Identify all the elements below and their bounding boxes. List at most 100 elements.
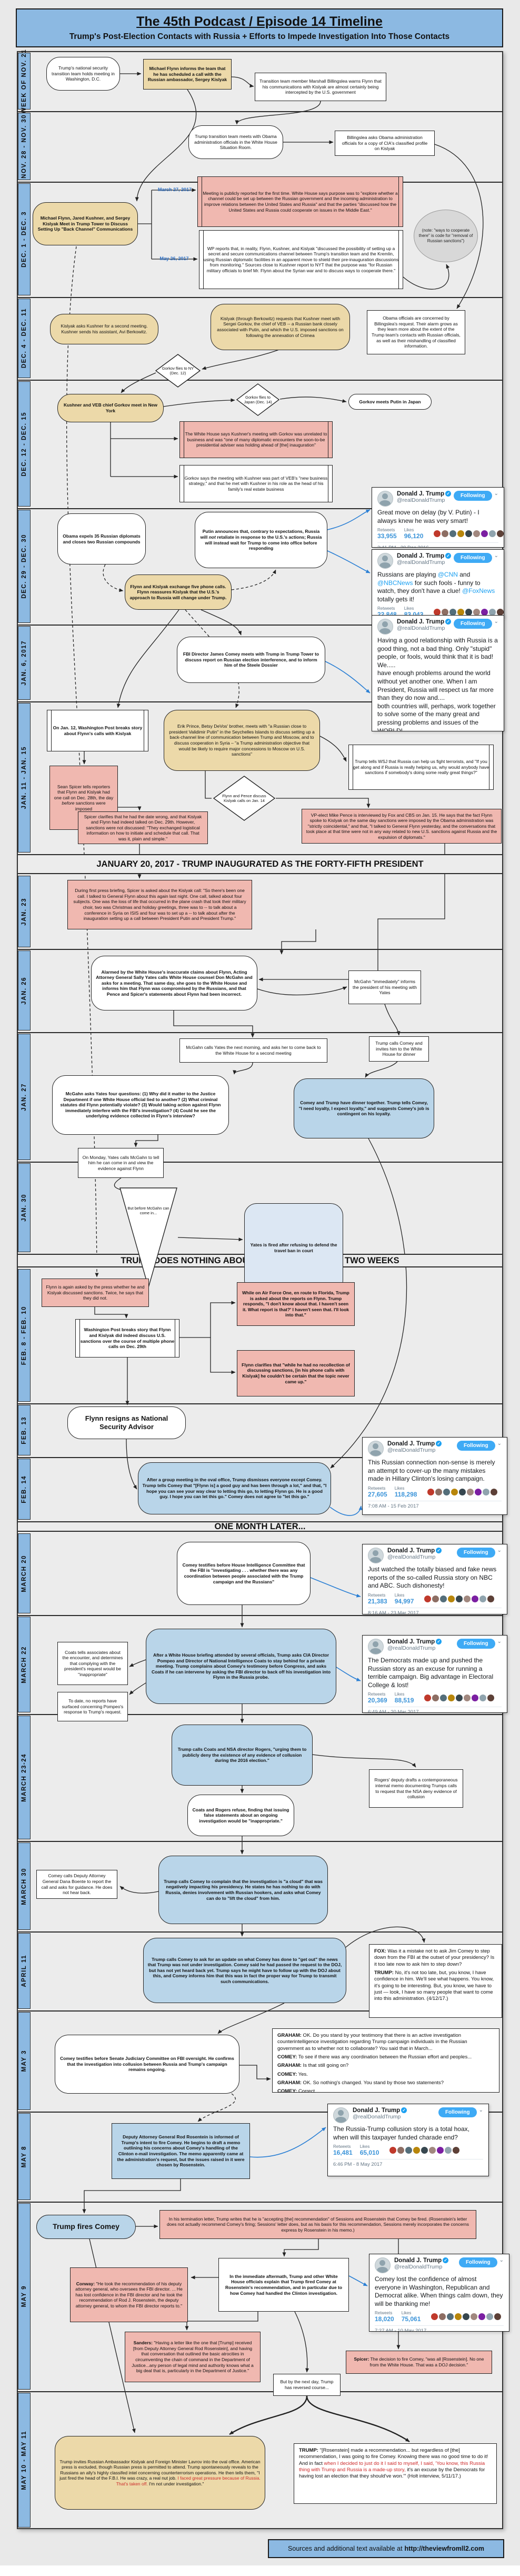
band-separator	[17, 625, 503, 626]
tweet-timestamp: 7:27 AM - 10 May 2017	[375, 2325, 504, 2331]
tweet-display-name: Donald J. Trump✓	[397, 491, 454, 497]
tweet-handle: @realDonaldTrump	[394, 2264, 443, 2270]
node-get-out-the-news: Trump calls Comey to ask for an update o…	[143, 1938, 346, 2003]
tweet-timestamp: 8:16 AM - 23 Mar 2017	[368, 1607, 502, 1614]
node-flynn-informs-team: Michael Flynn informs the team that he h…	[143, 59, 232, 90]
tweet-handle: @realDonaldTrump	[397, 497, 445, 503]
tweet-names: Donald J. Trump✓@realDonaldTrump	[397, 491, 454, 503]
chevron-down-icon[interactable]: ⌄	[478, 2107, 483, 2113]
avatar	[377, 619, 393, 635]
following-button[interactable]: Following	[456, 1639, 495, 1649]
chevron-down-icon[interactable]: ⌄	[494, 553, 498, 559]
chevron-down-icon[interactable]: ⌄	[497, 1639, 502, 1644]
node-coats-rogers-refuse: Coats and Rogers refuse, finding that is…	[187, 1795, 294, 1836]
chevron-down-icon[interactable]: ⌄	[494, 619, 498, 625]
following-button[interactable]: Following	[438, 2107, 477, 2117]
tweet-display-name: Donald J. Trump✓	[397, 619, 454, 625]
node-spicer-doj-quote: Spicer: The decision to fire Comey, "was…	[346, 2351, 492, 2374]
chevron-down-icon[interactable]: ⌄	[497, 1441, 502, 1446]
verified-icon: ✓	[436, 1548, 442, 1553]
tweet-names: Donald J. Trump✓@realDonaldTrump	[353, 2107, 438, 2120]
avatar	[333, 2107, 349, 2123]
avatar	[377, 553, 393, 569]
tweet-display-name: Donald J. Trump✓	[387, 1441, 457, 1447]
tweet-handle: @realDonaldTrump	[397, 625, 445, 631]
node-trump-fires-comey: Trump fires Comey	[36, 2215, 136, 2239]
tweet-display-name: Donald J. Trump✓	[387, 1548, 457, 1554]
page-subtitle: Trump's Post-Election Contacts with Russ…	[69, 32, 450, 41]
band-label-jan-27: JAN. 27	[18, 1034, 31, 1160]
node-mcgahn-informs-president: McGahn "immediately" informs the preside…	[348, 970, 421, 1004]
following-button[interactable]: Following	[458, 2257, 497, 2267]
node-erik-prince-seychelles: Erik Prince, Betsy DeVos' brother, meets…	[164, 710, 320, 771]
following-button[interactable]: Following	[456, 1441, 495, 1451]
node-kislyak-second-meeting: Kislyak asks Kushner for a second meetin…	[50, 314, 158, 344]
chevron-down-icon[interactable]: ⌄	[497, 1548, 502, 1553]
following-button[interactable]: Following	[453, 491, 492, 501]
following-button[interactable]: Following	[453, 619, 492, 629]
tweet-timestamp: 7:08 AM - 15 Feb 2017	[368, 1500, 502, 1509]
node-flynn-pence-discuss: Flynn and Pence discuss Kislyak calls on…	[213, 776, 275, 821]
sources-link[interactable]: http://theviewfromll2.com	[404, 2545, 484, 2552]
node-trump-invites-comey: Trump calls Comey and invites him to the…	[369, 1036, 429, 1062]
tweet-names: Donald J. Trump✓@realDonaldTrump	[397, 619, 454, 631]
band-label-jan-11-jan-15: JAN. 11 - JAN. 15	[18, 703, 31, 853]
reaction-avatars	[389, 2147, 460, 2154]
band-separator	[17, 1162, 503, 1163]
verified-icon: ✓	[443, 2257, 449, 2263]
verified-icon: ✓	[445, 491, 452, 497]
node-house-testimony: Comey testifies before House Intelligenc…	[177, 1542, 311, 1605]
band-separator	[17, 1457, 503, 1458]
following-button[interactable]: Following	[456, 1548, 495, 1558]
tweet-display-name: Donald J. Trump✓	[397, 553, 454, 559]
band-separator	[17, 2202, 503, 2203]
tweet-body: Great move on delay (by V. Putin) - I al…	[377, 509, 479, 524]
node-air-force-one: While on Air Force One, en route to Flor…	[237, 1282, 355, 1326]
bottom-margin	[0, 2565, 520, 2576]
node-oval-office-russians: Trump invites Russian Ambassador Kislyak…	[55, 2436, 265, 2510]
tweet-display-name: Donald J. Trump✓	[387, 1639, 457, 1645]
band-label-may-8: MAY 8	[18, 2113, 31, 2200]
band-separator	[17, 701, 503, 702]
node-senate-testimony: Comey testifies before Senate Judiciary …	[55, 2035, 239, 2094]
band-separator	[17, 111, 503, 112]
tweet-names: Donald J. Trump✓@realDonaldTrump	[394, 2257, 459, 2270]
node-yates-calls-mcgahn: Alarmed by the White House's inaccurate …	[91, 956, 257, 1010]
title-box: The 45th Podcast / Episode 14 Timeline T…	[16, 8, 503, 47]
chevron-down-icon[interactable]: ⌄	[494, 491, 498, 497]
node-gorkov-says-business: Gorkov says the meeting with Kushner was…	[179, 465, 333, 502]
chevron-down-icon[interactable]: ⌄	[499, 2257, 504, 2263]
tweet-body: The Russia-Trump collusion story is a to…	[333, 2125, 469, 2141]
tweet-names: Donald J. Trump✓@realDonaldTrump	[387, 1548, 457, 1560]
node-pence-interview: VP-elect Mike Pence is interviewed by Fo…	[302, 809, 502, 844]
band-separator	[17, 2112, 503, 2113]
avatar	[377, 491, 393, 507]
node-aftermath-explanation: In the immediate aftermath, Trump and ot…	[218, 2258, 349, 2312]
following-button[interactable]: Following	[453, 553, 492, 563]
node-spicer-first-briefing: During first press briefing, Spicer is a…	[67, 880, 252, 929]
node-date-march-27: March 27, 2017	[157, 186, 192, 192]
verified-icon: ✓	[445, 553, 452, 559]
node-reversed-course: But by the next day, Trump has reversed …	[273, 2374, 341, 2396]
